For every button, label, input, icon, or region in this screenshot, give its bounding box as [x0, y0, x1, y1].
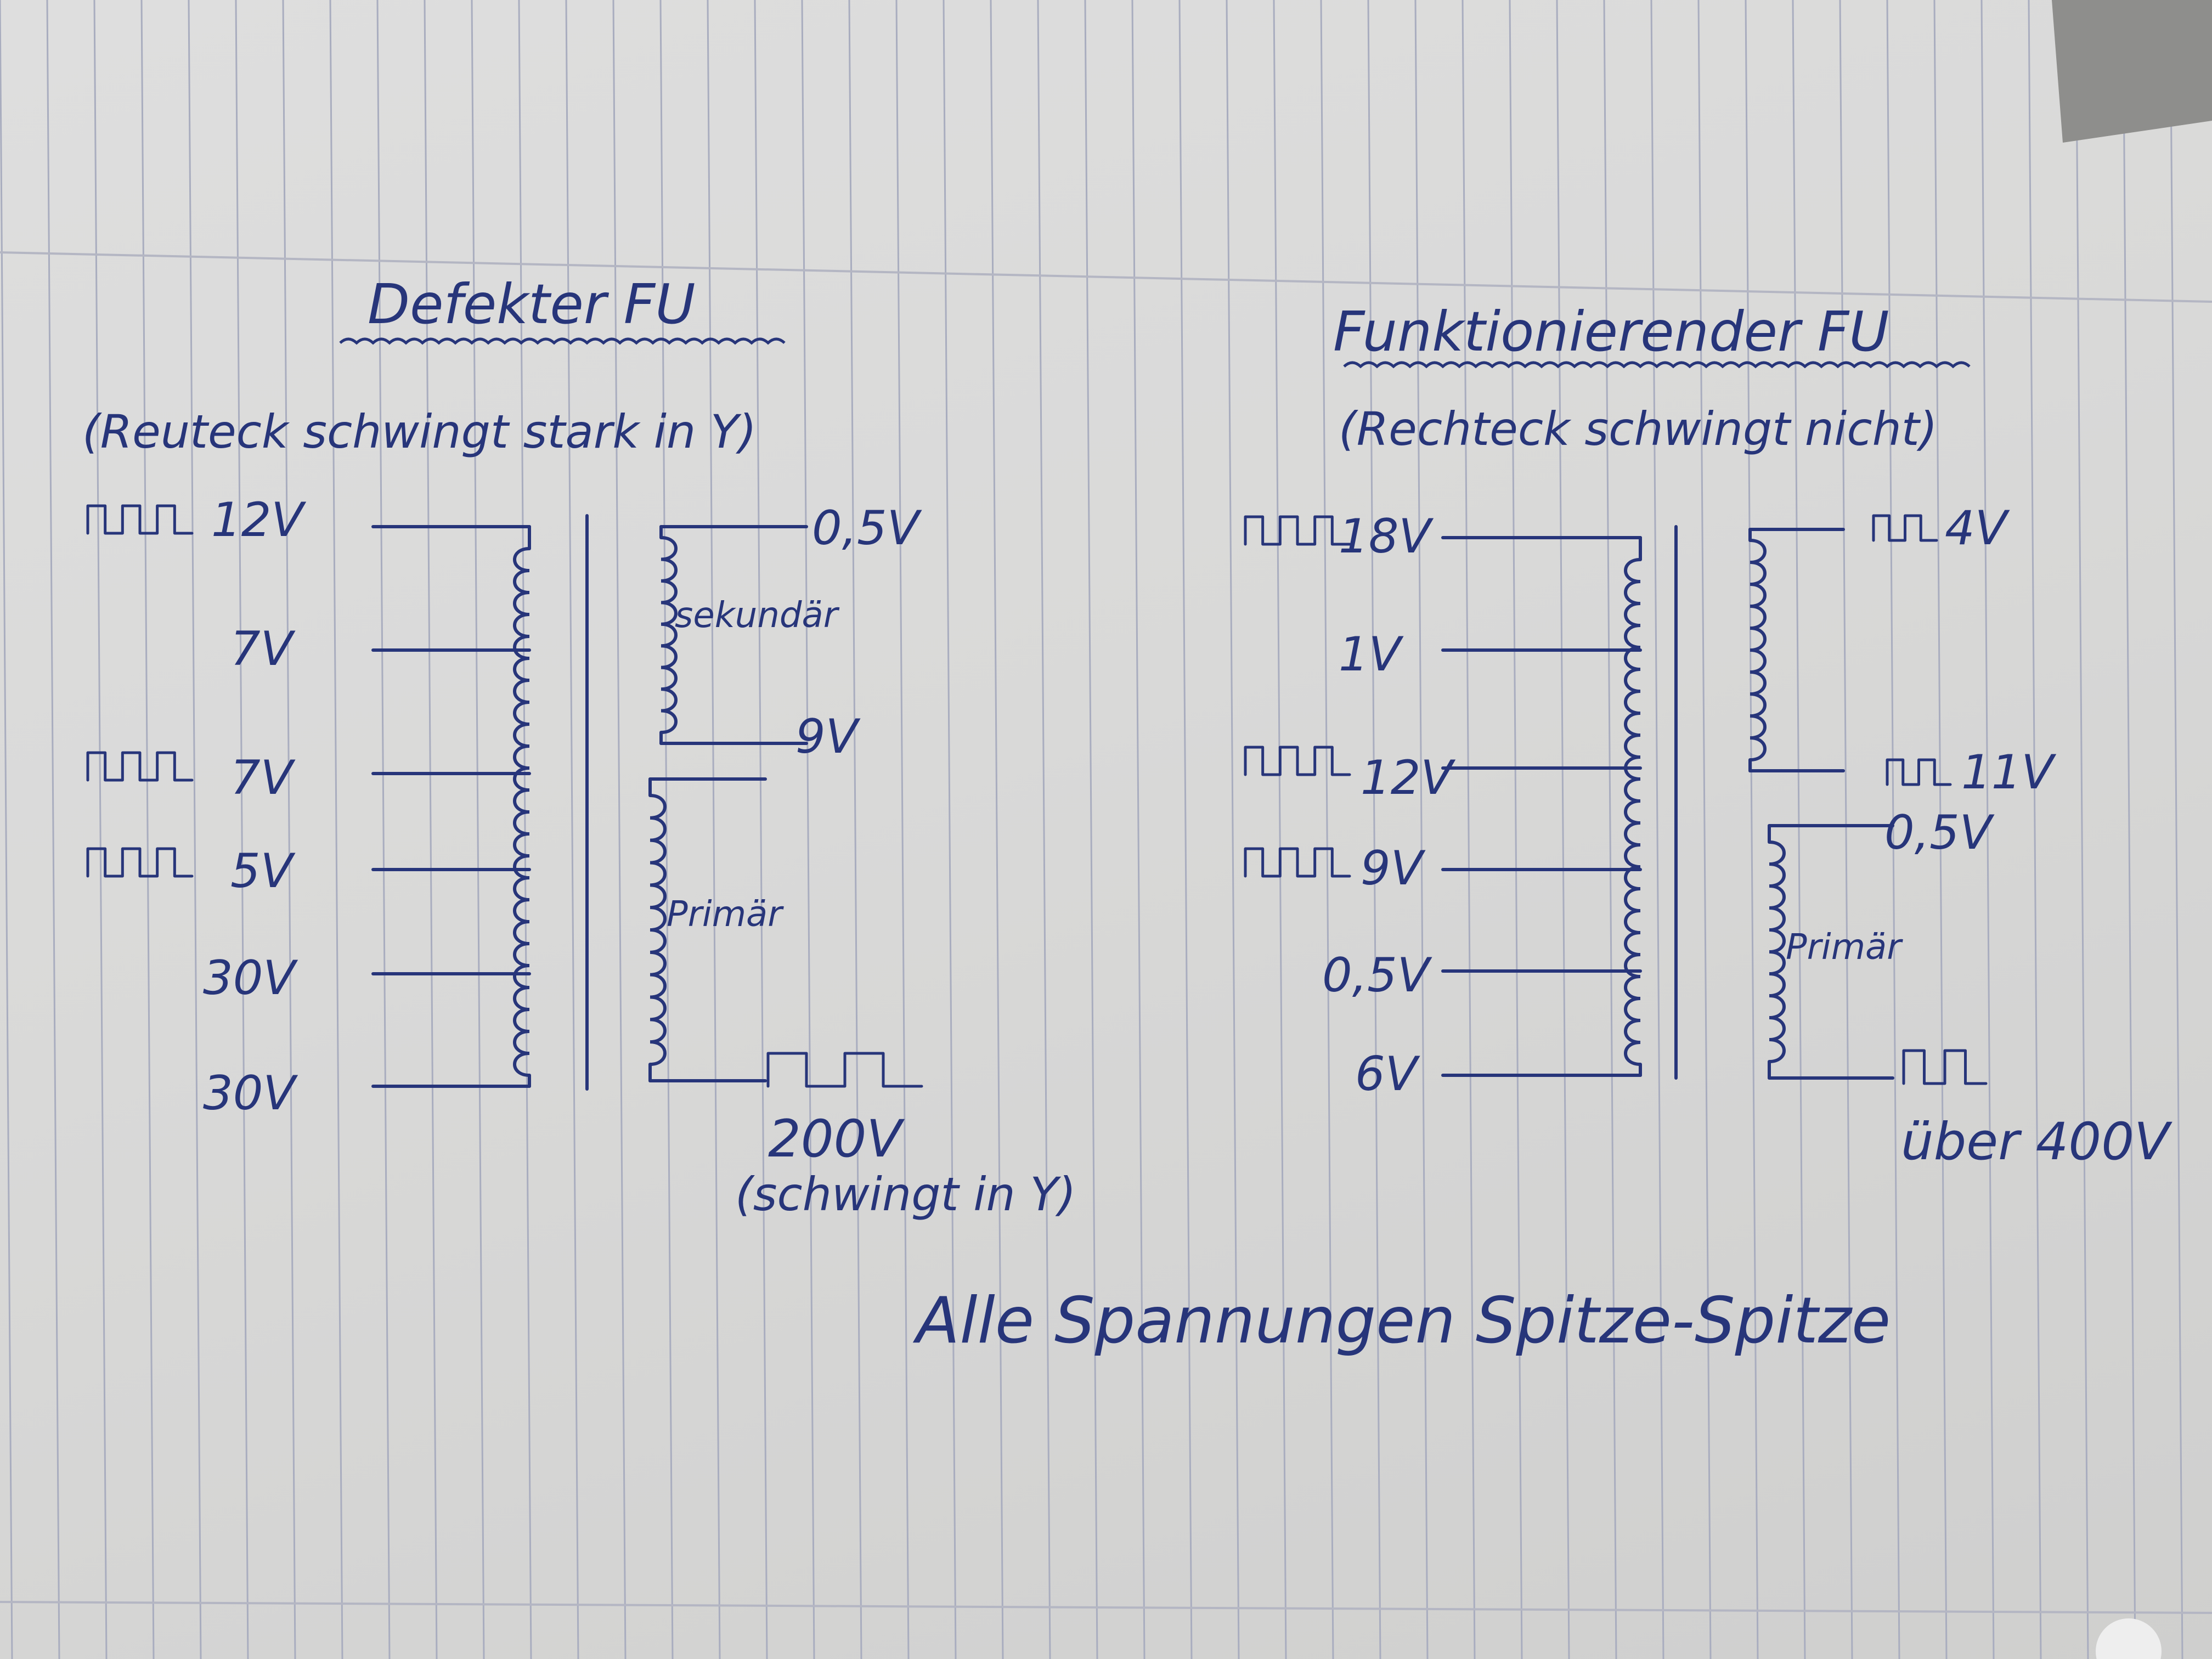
right-square-wave-icon [1244, 847, 1351, 878]
left-primary-output-value: 200V [768, 1109, 902, 1169]
right-secondary-bottom-label: 11V [1961, 745, 2054, 800]
right-square-wave-icon [1244, 746, 1351, 776]
ruling-line [1933, 0, 1948, 1659]
ruling-line [565, 0, 579, 1659]
ruling-line [1226, 0, 1240, 1659]
ruling-line [754, 0, 768, 1659]
right-secondary-top-label: 4V [1945, 501, 2007, 556]
shadow-corner [2052, 0, 2212, 143]
ruling-line [1509, 0, 1523, 1659]
ruling-line [93, 0, 108, 1659]
ruling-line [1697, 0, 1712, 1659]
ruling-line [801, 0, 815, 1659]
ruling-line [943, 0, 957, 1659]
left-subtitle: (Reuteck schwingt stark in Y) [82, 405, 757, 459]
ruling-line [1886, 0, 1900, 1659]
left-title-underline [339, 337, 786, 345]
ruling-line [848, 0, 862, 1659]
left-square-wave-icon [86, 504, 194, 535]
left-secondary-winding-label: sekundär [675, 595, 838, 636]
right-primary-winding [1769, 840, 1786, 1063]
right-tap-label: 6V [1355, 1047, 1418, 1102]
ruling-line [2169, 0, 2183, 1659]
right-tap-label: 9V [1361, 841, 1423, 896]
ruling-line [2075, 0, 2089, 1659]
ruling-line [424, 0, 438, 1659]
right-tap-label: 1V [1339, 627, 1401, 682]
left-square-wave-icon [86, 751, 194, 782]
ruling-line [1320, 0, 1334, 1659]
right-title-underline [1343, 361, 1971, 369]
ruling-line [895, 0, 910, 1659]
right-secondary-bottom-square-wave-icon [1886, 758, 1952, 786]
left-title: Defekter FU [368, 272, 696, 336]
right-secondary-top-square-wave-icon [1872, 514, 1938, 542]
ruling-line [1462, 0, 1476, 1659]
ruling-line [235, 0, 249, 1659]
ruling-line [1367, 0, 1381, 1659]
ruling-line [1556, 0, 1570, 1659]
left-secondary-winding [661, 536, 678, 734]
right-subtitle: (Rechteck schwingt nicht) [1339, 402, 1938, 456]
right-primary-output-value: über 400V [1901, 1112, 2170, 1172]
ruling-line [1131, 0, 1146, 1659]
left-tap-label: 7V [230, 622, 293, 676]
ruling-line [1414, 0, 1429, 1659]
right-output-square-wave-icon [1902, 1049, 1988, 1085]
ruling-line [1792, 0, 1806, 1659]
ruling-line [659, 0, 674, 1659]
ruling-line [1650, 0, 1664, 1659]
right-title: Funktionierender FU [1333, 300, 1889, 364]
ruling-line [1273, 0, 1287, 1659]
left-output-square-wave-icon [766, 1052, 923, 1088]
punch-hole [2096, 1618, 2162, 1659]
ruling-line [518, 0, 532, 1659]
ruling-line [612, 0, 627, 1659]
ruling-line [0, 251, 2212, 303]
right-tap-label: 0,5V [1322, 948, 1430, 1003]
left-square-wave-icon [86, 847, 194, 878]
left-secondary-bottom-label: 9V [795, 709, 858, 764]
ruling-line [0, 0, 13, 1659]
ruling-line [1980, 0, 1995, 1659]
ruling-line [1745, 0, 1759, 1659]
right-square-wave-icon [1244, 515, 1351, 546]
right-secondary-winding [1750, 539, 1767, 761]
left-tapped-winding [513, 547, 530, 1077]
right-primary-top-label: 0,5V [1884, 805, 1992, 860]
left-tap-label: 30V [203, 1066, 296, 1121]
right-primary-winding-label: Primär [1786, 927, 1901, 968]
left-tap-label: 12V [211, 493, 304, 548]
ruling-line [1839, 0, 1853, 1659]
left-tap-label: 7V [230, 751, 293, 805]
left-tap-label: 5V [230, 844, 293, 899]
ruling-line [471, 0, 485, 1659]
left-primary-winding-label: Primär [667, 894, 782, 935]
ruling-line [188, 0, 202, 1659]
right-tap-label: 18V [1339, 509, 1431, 564]
ruling-line [46, 0, 60, 1659]
ruling-line [2028, 0, 2042, 1659]
ruling-line [2122, 0, 2136, 1659]
left-secondary-top-label: 0,5V [812, 501, 919, 556]
right-tapped-winding [1624, 558, 1641, 1066]
ruling-line [376, 0, 391, 1659]
ruling-line [0, 1601, 2212, 1614]
left-primary-winding [650, 794, 667, 1066]
left-primary-output-note: (schwingt in Y) [735, 1167, 1076, 1221]
right-tap-label: 12V [1361, 751, 1453, 805]
ruling-line [707, 0, 721, 1659]
ruling-line [1178, 0, 1193, 1659]
ruling-line [1603, 0, 1617, 1659]
left-tap-label: 30V [203, 951, 296, 1006]
footer-note: Alle Spannungen Spitze-Spitze [916, 1284, 1891, 1358]
ruling-line [140, 0, 155, 1659]
ruling-line [990, 0, 1004, 1659]
ruling-line [282, 0, 296, 1659]
ruling-line [329, 0, 343, 1659]
